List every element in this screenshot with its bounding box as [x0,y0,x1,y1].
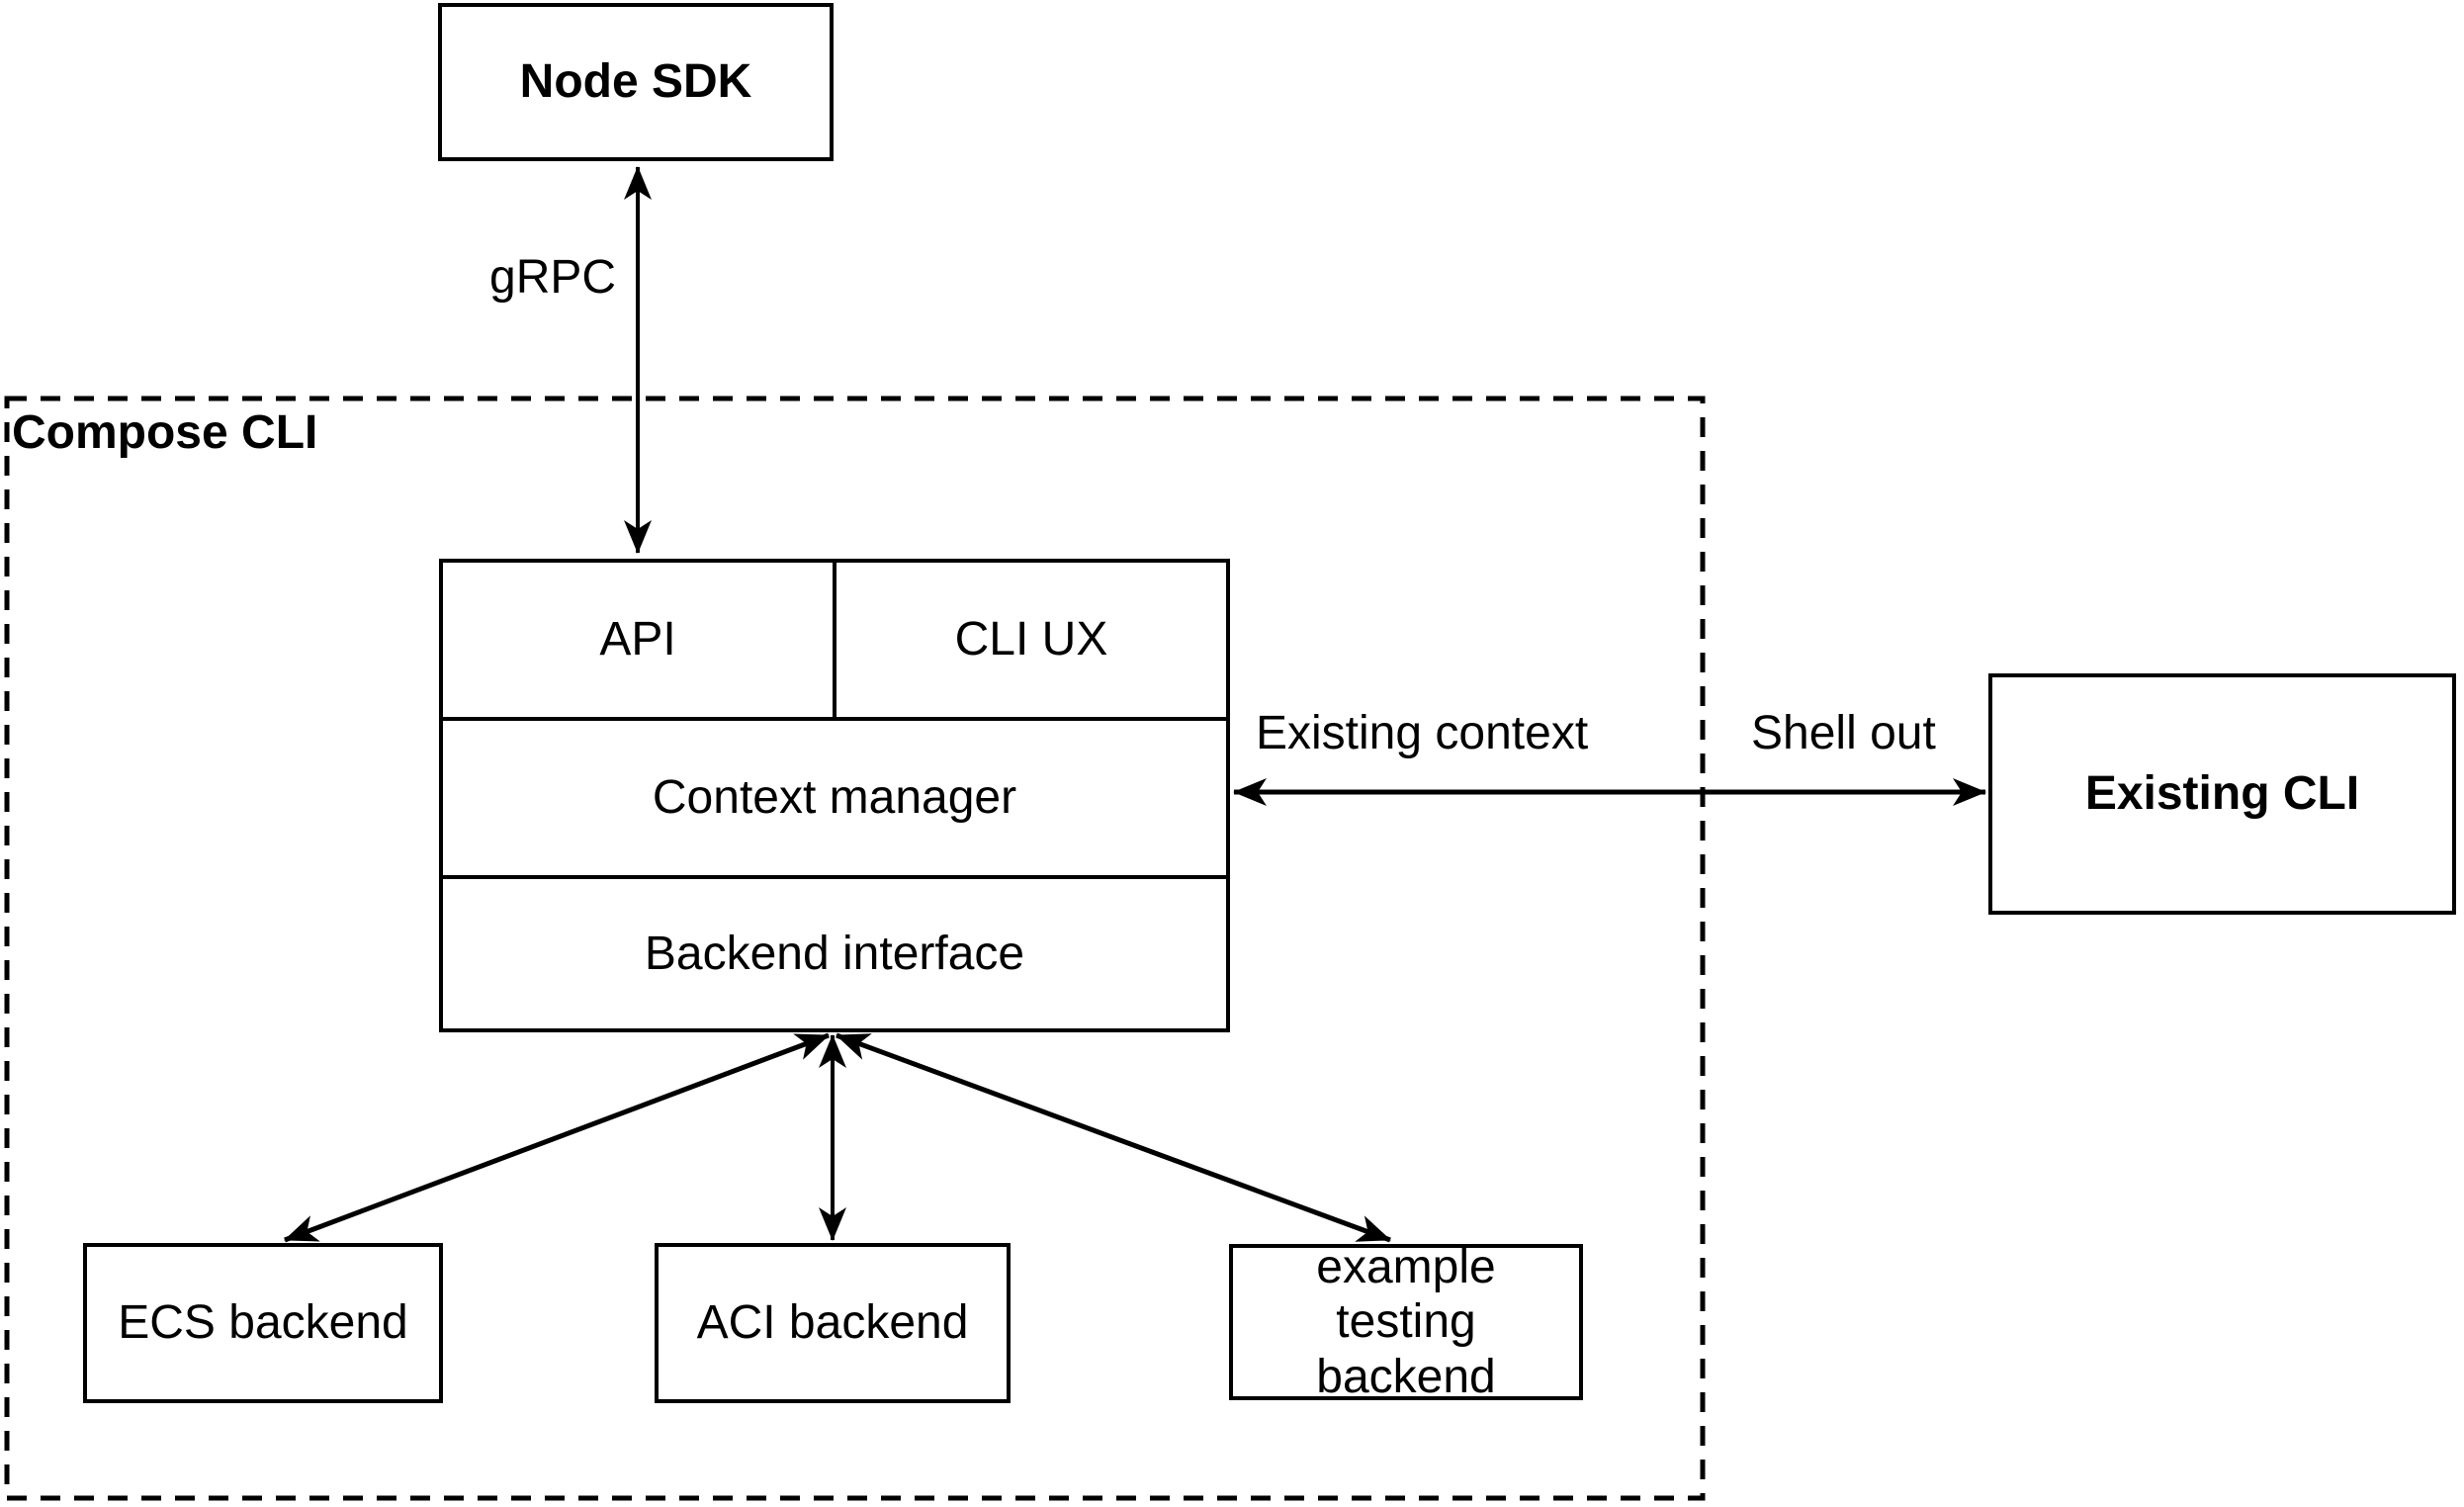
example-testing-backend-box: example testing backend [1229,1241,1583,1403]
aci-backend-label: ACI backend [696,1296,969,1350]
backend-interface-label: Backend interface [644,927,1025,980]
node-sdk-label: Node SDK [519,55,752,109]
context-manager-cell: Context manager [443,721,1226,879]
ecs-backend-label: ECS backend [118,1296,408,1350]
api-label: API [599,613,676,666]
compose-cli-container-label: Compose CLI [12,406,318,459]
context-manager-label: Context manager [652,771,1017,825]
shell-out-edge-label: Shell out [1751,707,1936,759]
api-cell: API [443,563,836,717]
grpc-edge-label: gRPC [489,251,617,304]
backend-to-example-arrow [836,1032,1391,1243]
aci-backend-box: ACI backend [655,1243,1011,1403]
backend-interface-cell: Backend interface [443,879,1226,1028]
ecs-backend-box: ECS backend [83,1243,443,1403]
existing-context-edge-label: Existing context [1256,707,1589,759]
cli-ux-label: CLI UX [954,613,1108,666]
backend-to-ecs-arrow [284,1032,830,1243]
node-sdk-box: Node SDK [438,3,834,161]
stack-top-row: API CLI UX [443,563,1226,721]
cli-ux-cell: CLI UX [836,563,1226,717]
compose-cli-stack: API CLI UX Context manager Backend inter… [439,559,1230,1032]
existing-cli-box: Existing CLI [1988,673,2456,915]
example-testing-backend-label: example testing backend [1316,1241,1496,1403]
existing-cli-label: Existing CLI [2084,767,2360,821]
